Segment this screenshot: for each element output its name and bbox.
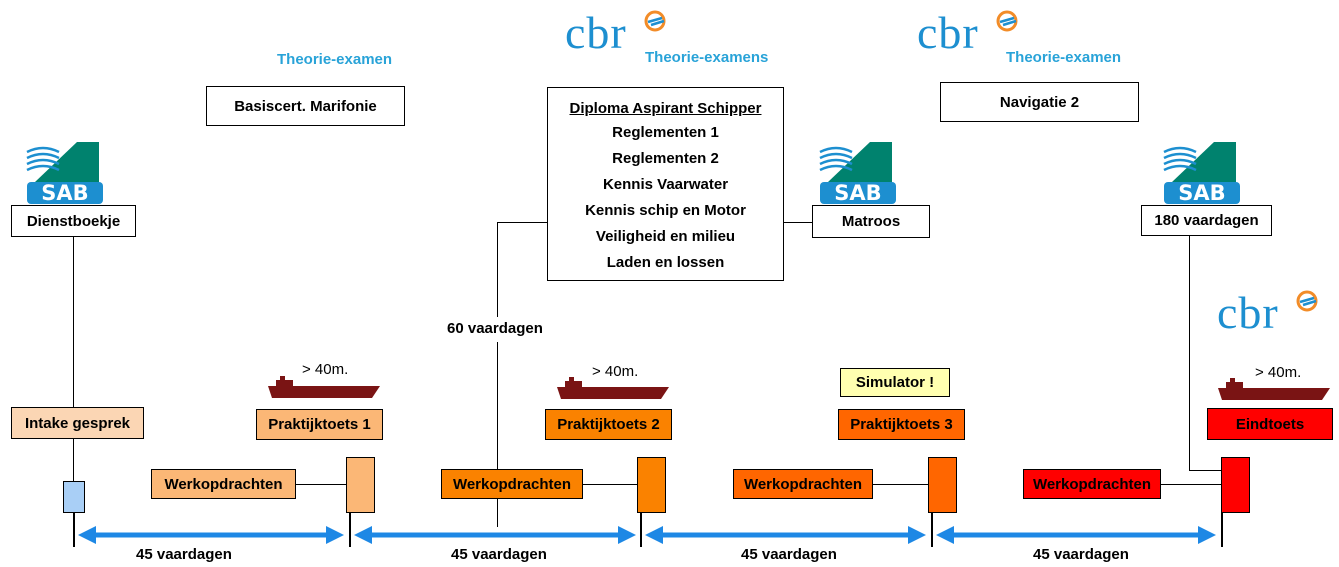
milestone-pillar — [63, 481, 85, 513]
connector-line — [784, 222, 812, 223]
connector-line — [1189, 236, 1190, 470]
sab-logo-text: SAB — [1178, 181, 1225, 204]
praktijktoets-2-box: Praktijktoets 2 — [545, 409, 672, 440]
connector-line — [73, 237, 74, 407]
diploma-item: Veiligheid en milieu — [595, 228, 736, 245]
theorie-label-right: Theorie-examen — [1006, 49, 1122, 66]
theorie-label-middle: Theorie-examens — [645, 49, 769, 66]
sab-logo: SAB — [25, 140, 105, 205]
sab-logo-text: SAB — [41, 181, 88, 204]
diploma-item: Kennis Vaarwater — [602, 176, 729, 193]
connector-line — [497, 222, 547, 223]
cbr-logo-text: cbr — [565, 7, 627, 58]
cbr-logo-middle: cbr — [565, 7, 666, 58]
milestone-pillar — [928, 457, 957, 513]
diploma-item: Kennis schip en Motor — [585, 202, 746, 219]
double-arrow-icon — [78, 526, 344, 544]
cbr-logo-right: cbr — [917, 7, 1018, 58]
theorie-label-left: Theorie-examen — [277, 51, 393, 68]
marifonie-box: Basiscert. Marifonie — [206, 86, 405, 126]
ship-length-label: > 40m. — [302, 361, 349, 378]
sixty-vaardagen-label: 60 vaardagen — [447, 320, 543, 337]
navigatie-box: Navigatie 2 — [940, 82, 1139, 122]
diploma-item: Laden en lossen — [606, 254, 725, 271]
period-label: 45 vaardagen — [1033, 546, 1129, 563]
praktijktoets-3-box: Praktijktoets 3 — [838, 409, 965, 440]
vaardagen180-box: 180 vaardagen — [1141, 205, 1272, 236]
sab-emblem-icon: SAB — [819, 142, 896, 205]
sab-logo: SAB — [818, 140, 898, 205]
period-label: 45 vaardagen — [136, 546, 232, 563]
connector-line — [497, 342, 498, 469]
connector-line — [497, 499, 498, 527]
werkopdrachten-box: Werkopdrachten — [733, 469, 873, 499]
diploma-title: Diploma Aspirant Schipper — [569, 100, 762, 117]
connector-line — [497, 222, 498, 317]
matroos-box: Matroos — [812, 205, 930, 238]
milestone-pillar — [637, 457, 666, 513]
ship-icon — [557, 377, 669, 399]
cbr-emblem-icon — [1296, 290, 1318, 312]
werkopdrachten-box: Werkopdrachten — [441, 469, 583, 499]
connector-line — [73, 439, 74, 481]
sab-emblem-icon: SAB — [1163, 142, 1240, 205]
intake-box: Intake gesprek — [11, 407, 144, 439]
cbr-emblem-icon — [644, 10, 666, 32]
simulator-box: Simulator ! — [840, 368, 950, 397]
diploma-item: Reglementen 1 — [612, 124, 719, 141]
ship-icon — [268, 376, 380, 398]
sab-logo: SAB — [1162, 140, 1242, 205]
eindtoets-box: Eindtoets — [1207, 408, 1333, 440]
diploma-item: Reglementen 2 — [612, 150, 719, 167]
period-label: 45 vaardagen — [451, 546, 547, 563]
timeline-tick — [640, 513, 642, 547]
ship-length-label: > 40m. — [1255, 364, 1302, 381]
timeline-tick — [931, 513, 933, 547]
connector-line — [583, 484, 637, 485]
dienstboekje-box: Dienstboekje — [11, 205, 136, 237]
ship-icon — [1218, 378, 1330, 400]
timeline-tick — [1221, 513, 1223, 547]
milestone-pillar — [346, 457, 375, 513]
double-arrow-icon — [354, 526, 636, 544]
sab-emblem-icon: SAB — [26, 142, 103, 205]
connector-line — [1161, 484, 1221, 485]
period-label: 45 vaardagen — [741, 546, 837, 563]
timeline-tick — [73, 513, 75, 547]
werkopdrachten-box: Werkopdrachten — [151, 469, 296, 499]
timeline-tick — [349, 513, 351, 547]
diploma-box: Diploma Aspirant Schipper Reglementen 1 … — [547, 87, 784, 281]
double-arrow-icon — [645, 526, 926, 544]
timeline-arrows — [78, 526, 1216, 544]
milestone-pillar — [1221, 457, 1250, 513]
werkopdrachten-box: Werkopdrachten — [1023, 469, 1161, 499]
ship-length-label: > 40m. — [592, 363, 639, 380]
connector-line — [873, 484, 928, 485]
cbr-logo-text: cbr — [1217, 287, 1279, 338]
cbr-emblem-icon — [996, 10, 1018, 32]
sab-logo-text: SAB — [834, 181, 881, 204]
praktijktoets-1-box: Praktijktoets 1 — [256, 409, 383, 440]
cbr-logo-bottom-right: cbr — [1217, 287, 1318, 338]
connector-line — [1189, 470, 1221, 471]
connector-line — [296, 484, 346, 485]
double-arrow-icon — [936, 526, 1216, 544]
cbr-logo-text: cbr — [917, 7, 979, 58]
